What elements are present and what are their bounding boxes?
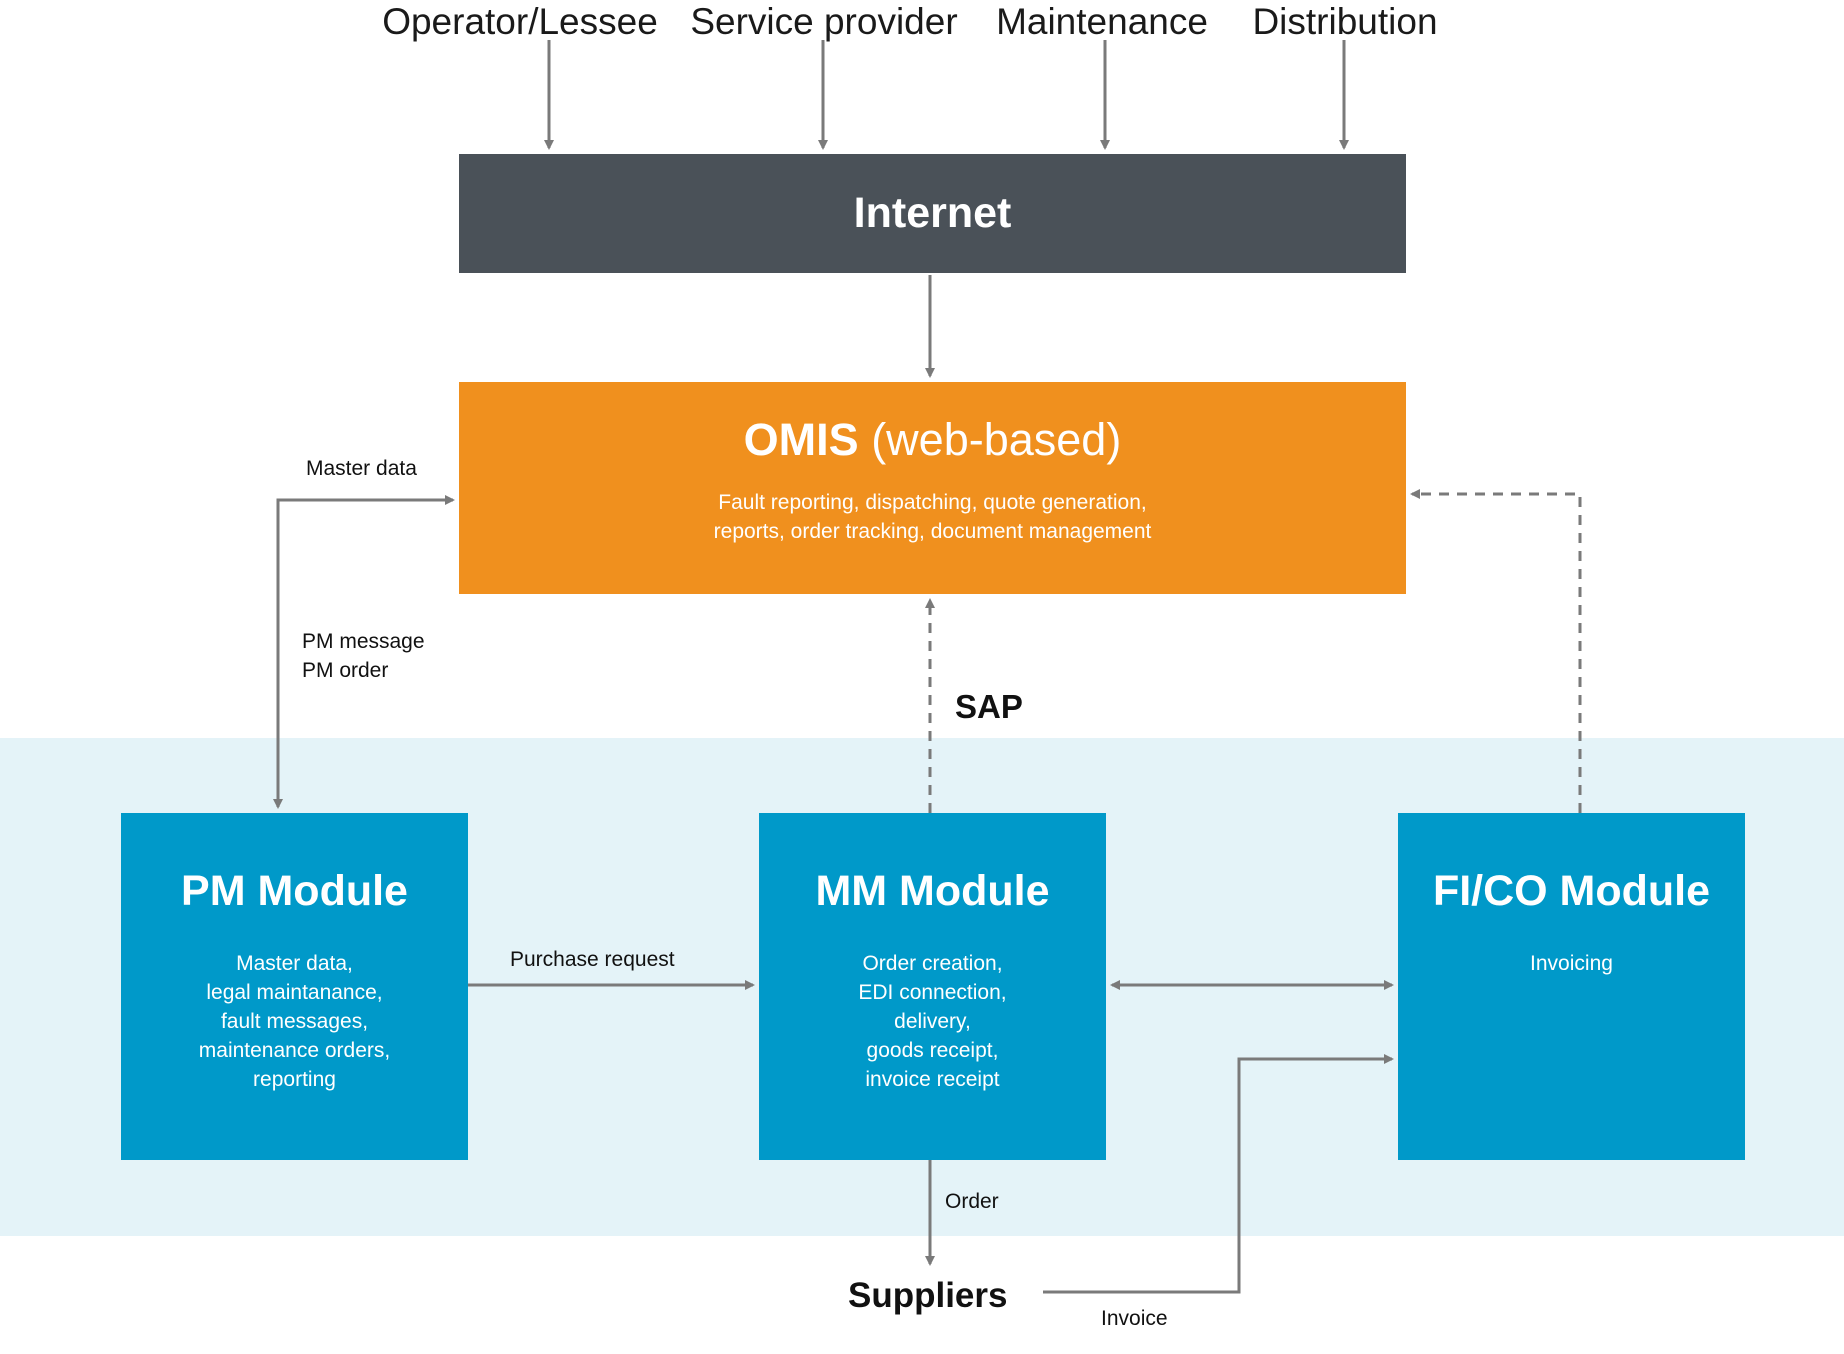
suppliers-label: Suppliers [848,1276,1008,1315]
internet-box: Internet [459,154,1406,273]
actor-operator-lessee: Operator/Lessee [382,1,658,42]
edge-label-invoice: Invoice [1101,1307,1168,1330]
omis-title-rest: (web-based) [858,414,1122,465]
omis-description: Fault reporting, dispatching, quote gene… [713,491,1152,543]
mm-module-title: MM Module [815,867,1050,915]
edge-label-purchase-request: Purchase request [510,948,675,971]
omis-box: OMIS (web-based) Fault reporting, dispat… [459,382,1406,594]
pm-module-description: Master data, legal maintanance, fault me… [198,952,391,1091]
fico-module-title: FI/CO Module [1432,867,1711,915]
actor-service-provider: Service provider [690,1,958,42]
fico-module-description: Invoicing [1530,952,1613,975]
actor-maintenance: Maintenance [996,1,1208,42]
edge-label-pm-message: PM message PM order [302,630,425,682]
mm-module-box: MM Module Order creation, EDI connection… [759,813,1106,1160]
omis-title-bold: OMIS [743,414,859,465]
internet-title: Internet [853,189,1012,237]
pm-module-title: PM Module [181,867,408,915]
omis-title: OMIS (web-based) [459,412,1406,468]
fico-module-box: FI/CO Module Invoicing [1398,813,1745,1160]
pm-module-box: PM Module Master data, legal maintanance… [121,813,468,1160]
sap-label: SAP [955,688,1023,725]
edge-label-master-data: Master data [306,457,417,480]
mm-module-description: Order creation, EDI connection, delivery… [858,952,1007,1091]
actor-distribution: Distribution [1252,1,1438,42]
edge-label-order: Order [945,1190,999,1213]
